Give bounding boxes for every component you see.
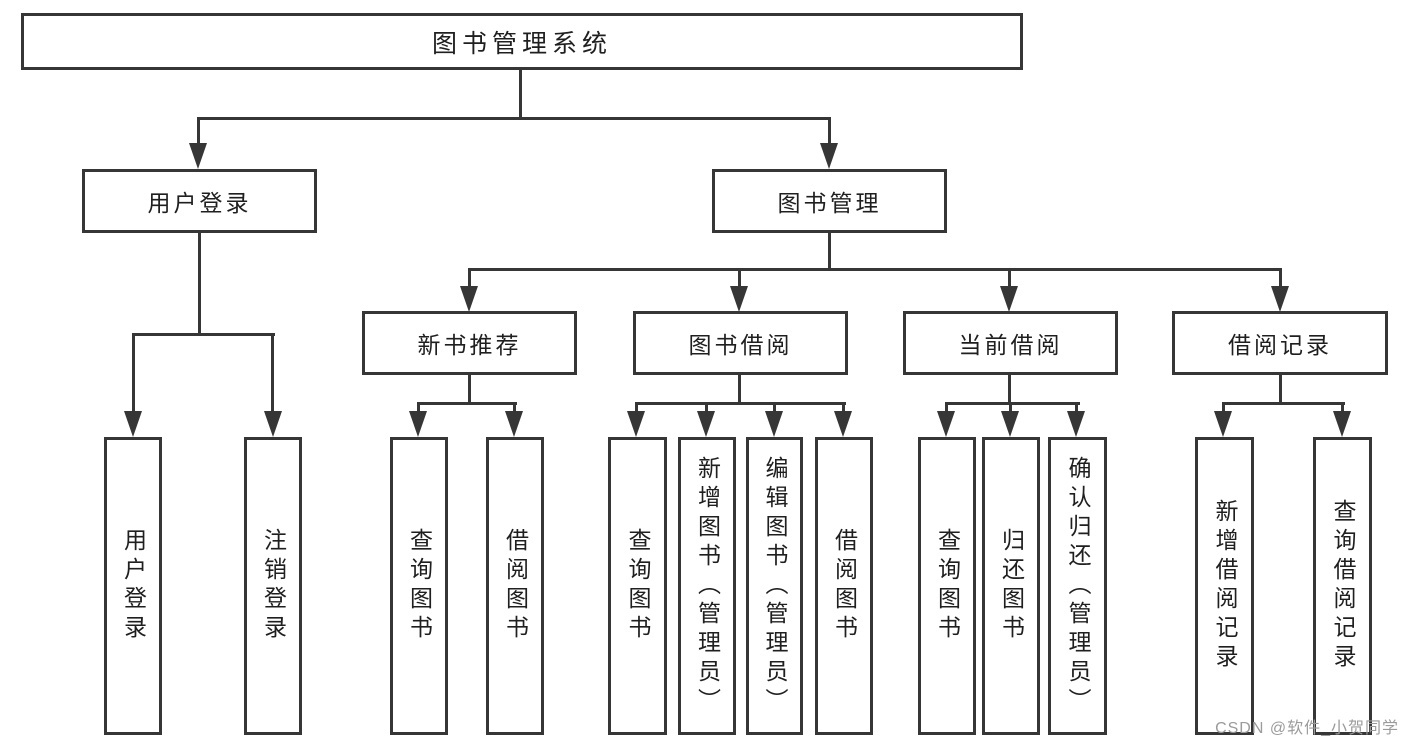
node-book-management: 图书管理 bbox=[712, 169, 947, 233]
connector-drop bbox=[1009, 402, 1012, 414]
arrow-to-leaf-query-books-3 bbox=[937, 411, 955, 437]
arrow-to-current-borrow bbox=[1000, 286, 1018, 312]
node-label: 用户登录 bbox=[147, 190, 252, 216]
node-user-login: 用户登录 bbox=[82, 169, 317, 233]
node-label: 图书管理系统 bbox=[431, 29, 612, 58]
connector-drop bbox=[513, 402, 516, 414]
leaf-query-borrow-record: 查询借阅记录 bbox=[1313, 437, 1372, 735]
connector-drop bbox=[635, 402, 638, 414]
connector-bookborrow-hbar bbox=[635, 402, 846, 405]
connector-bookmgmt-trunk bbox=[828, 233, 831, 271]
leaf-query-books-3: 查询图书 bbox=[918, 437, 976, 735]
arrow-to-leaf-add-book bbox=[697, 411, 715, 437]
arrow-to-leaf-logout bbox=[264, 411, 282, 437]
connector-drop bbox=[842, 402, 845, 414]
connector-bookmgmt-hbar bbox=[468, 268, 1282, 271]
connector-records-hbar bbox=[1222, 402, 1345, 405]
connector-drop bbox=[1341, 402, 1344, 414]
node-book-borrowing: 图书借阅 bbox=[633, 311, 848, 375]
connector-drop-user-login bbox=[197, 117, 200, 145]
leaf-return-book: 归还图书 bbox=[982, 437, 1040, 735]
connector-drop bbox=[705, 402, 708, 414]
node-new-book-recommendation: 新书推荐 bbox=[362, 311, 577, 375]
arrow-to-leaf-return-book bbox=[1001, 411, 1019, 437]
connector-drop bbox=[1222, 402, 1225, 414]
leaf-label: 用户登录 bbox=[120, 528, 147, 644]
connector-drop-book-mgmt bbox=[828, 117, 831, 145]
leaf-label: 查询图书 bbox=[934, 528, 961, 644]
arrow-to-leaf-query-record bbox=[1333, 411, 1351, 437]
node-library-management-system: 图书管理系统 bbox=[21, 13, 1023, 70]
leaf-label: 查询借阅记录 bbox=[1330, 499, 1356, 673]
arrow-to-leaf-user-login bbox=[124, 411, 142, 437]
leaf-label: 查询图书 bbox=[406, 528, 433, 644]
leaf-label: 新增借阅记录 bbox=[1212, 499, 1238, 673]
connector-drop bbox=[945, 402, 948, 414]
leaf-edit-book-admin: 编辑图书（管理员） bbox=[746, 437, 803, 735]
connector-drop-leaf-user-login bbox=[132, 333, 135, 413]
arrow-to-leaf-confirm-return bbox=[1067, 411, 1085, 437]
connector-drop-current-borrow bbox=[1008, 268, 1011, 288]
connector-newbook-hbar bbox=[417, 402, 517, 405]
node-label: 借阅记录 bbox=[1228, 332, 1332, 358]
leaf-borrow-books-1: 借阅图书 bbox=[486, 437, 544, 735]
connector-drop bbox=[417, 402, 420, 414]
leaf-label: 编辑图书（管理员） bbox=[762, 455, 788, 717]
arrow-to-leaf-borrow-books-1 bbox=[505, 411, 523, 437]
leaf-query-books-2: 查询图书 bbox=[608, 437, 667, 735]
leaf-label: 注销登录 bbox=[260, 528, 287, 644]
connector-drop-new-book bbox=[468, 268, 471, 288]
node-label: 当前借阅 bbox=[958, 332, 1063, 358]
arrow-to-leaf-query-books-1 bbox=[409, 411, 427, 437]
leaf-add-borrow-record: 新增借阅记录 bbox=[1195, 437, 1254, 735]
leaf-logout: 注销登录 bbox=[244, 437, 302, 735]
arrow-to-book-mgmt bbox=[820, 143, 838, 169]
connector-records-trunk bbox=[1279, 375, 1282, 405]
leaf-label: 借阅图书 bbox=[502, 528, 529, 644]
connector-userlogin-hbar bbox=[132, 333, 275, 336]
leaf-label: 新增图书（管理员） bbox=[694, 455, 721, 717]
connector-drop-borrow-records bbox=[1279, 268, 1282, 288]
connector-drop bbox=[773, 402, 776, 414]
arrow-to-borrow-records bbox=[1271, 286, 1289, 312]
leaf-label: 查询图书 bbox=[625, 528, 651, 644]
leaf-confirm-return-admin: 确认归还（管理员） bbox=[1048, 437, 1107, 735]
connector-userlogin-trunk bbox=[198, 233, 201, 336]
leaf-query-books-1: 查询图书 bbox=[390, 437, 448, 735]
leaf-label: 借阅图书 bbox=[831, 528, 858, 644]
connector-root-hbar bbox=[197, 117, 831, 120]
connector-root-trunk bbox=[519, 70, 522, 118]
arrow-to-book-borrow bbox=[730, 286, 748, 312]
node-current-borrowing: 当前借阅 bbox=[903, 311, 1118, 375]
arrow-to-new-book bbox=[460, 286, 478, 312]
leaf-user-login: 用户登录 bbox=[104, 437, 162, 735]
connector-bookborrow-trunk bbox=[738, 375, 741, 405]
leaf-label: 确认归还（管理员） bbox=[1065, 455, 1091, 717]
arrow-to-leaf-edit-book bbox=[765, 411, 783, 437]
arrow-to-leaf-query-books-2 bbox=[627, 411, 645, 437]
connector-drop bbox=[1075, 402, 1078, 414]
node-borrowing-records: 借阅记录 bbox=[1172, 311, 1388, 375]
connector-currentborrow-hbar bbox=[945, 402, 1080, 405]
connector-currentborrow-trunk bbox=[1008, 375, 1011, 405]
leaf-borrow-books-2: 借阅图书 bbox=[815, 437, 873, 735]
connector-newbook-trunk bbox=[468, 375, 471, 405]
node-label: 图书借阅 bbox=[688, 332, 793, 358]
connector-drop-book-borrow bbox=[738, 268, 741, 288]
arrow-to-leaf-add-record bbox=[1214, 411, 1232, 437]
arrow-to-user-login bbox=[189, 143, 207, 169]
leaf-label: 归还图书 bbox=[998, 528, 1025, 644]
csdn-watermark: CSDN @软件_小贺同学 bbox=[1215, 720, 1399, 737]
connector-drop-leaf-logout bbox=[271, 333, 274, 413]
leaf-add-book-admin: 新增图书（管理员） bbox=[678, 437, 736, 735]
node-label: 新书推荐 bbox=[417, 332, 522, 358]
node-label: 图书管理 bbox=[777, 190, 882, 216]
arrow-to-leaf-borrow-books-2 bbox=[834, 411, 852, 437]
